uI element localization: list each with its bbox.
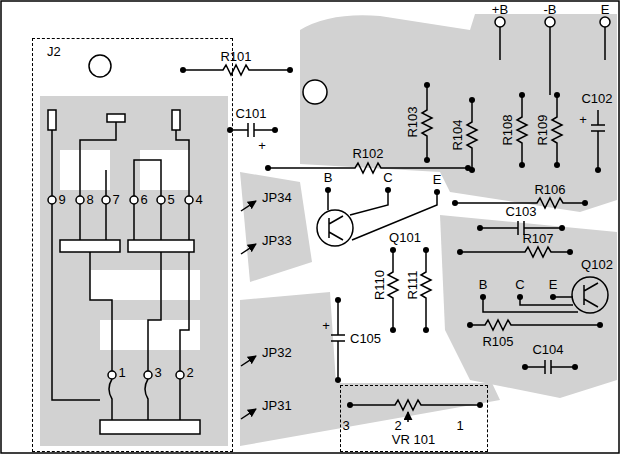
pin-name: B [324,171,333,184]
part-label: C102 [581,92,612,105]
polarity-mark: + [258,139,266,152]
jumper-label: JP34 [262,191,292,204]
part-label: C103 [505,205,536,218]
pin-number: 4 [195,193,202,206]
connector-outline: J2 [32,38,233,452]
pin-number: 2 [186,366,193,379]
part-label: R102 [352,147,383,160]
part-label: R103 [406,106,419,137]
pin-name: E [549,278,558,291]
part-label: R109 [536,114,549,145]
pin-number: 1 [456,419,463,432]
jumper-label: JP33 [262,234,292,247]
part-designator: VR 101 [392,433,435,446]
part-label: R111 [406,270,419,299]
jumper-arrow [241,201,256,419]
part-label: C101 [235,107,266,120]
pin-number: 3 [154,366,161,379]
bare-trace [60,150,200,350]
part-label: Q101 [389,231,421,244]
mounting-hole [89,55,327,104]
jumper-label: JP31 [262,399,292,412]
pin-number: 9 [58,193,65,206]
part-label: R104 [451,119,464,150]
terminal-label: -B [544,3,557,16]
part-label: C104 [532,343,563,356]
part-label: R105 [482,335,513,348]
part-label: R108 [501,114,514,145]
terminal-label: E [601,3,610,16]
pin-number: 7 [112,193,119,206]
part-label: R110 [373,270,386,300]
pin-number: 5 [167,193,174,206]
pin-name: E [433,173,442,186]
part-label: R107 [522,232,553,245]
part-label: C105 [350,332,381,345]
jumper-label: JP32 [262,346,292,359]
pin-number: 1 [118,366,125,379]
connector-pins [48,110,200,434]
copper-area [40,14,617,446]
pin-name: C [383,171,392,184]
part-label: Q102 [581,258,613,271]
pin-name: C [515,278,524,291]
pin-name: B [479,278,488,291]
polarity-mark: + [579,113,587,126]
pin-number: 8 [86,193,93,206]
polarity-mark: + [322,319,330,332]
trimmer-outline: VR 101 [340,385,488,452]
part-designator: J2 [47,45,61,58]
component-symbols [183,17,610,422]
terminal-label: +B [492,3,508,16]
part-label: R101 [220,50,251,63]
solder-pad [180,67,603,408]
pin-number: 2 [394,419,401,432]
pin-number: 3 [342,419,349,432]
pin-number: 6 [140,193,147,206]
part-label: R106 [534,183,565,196]
